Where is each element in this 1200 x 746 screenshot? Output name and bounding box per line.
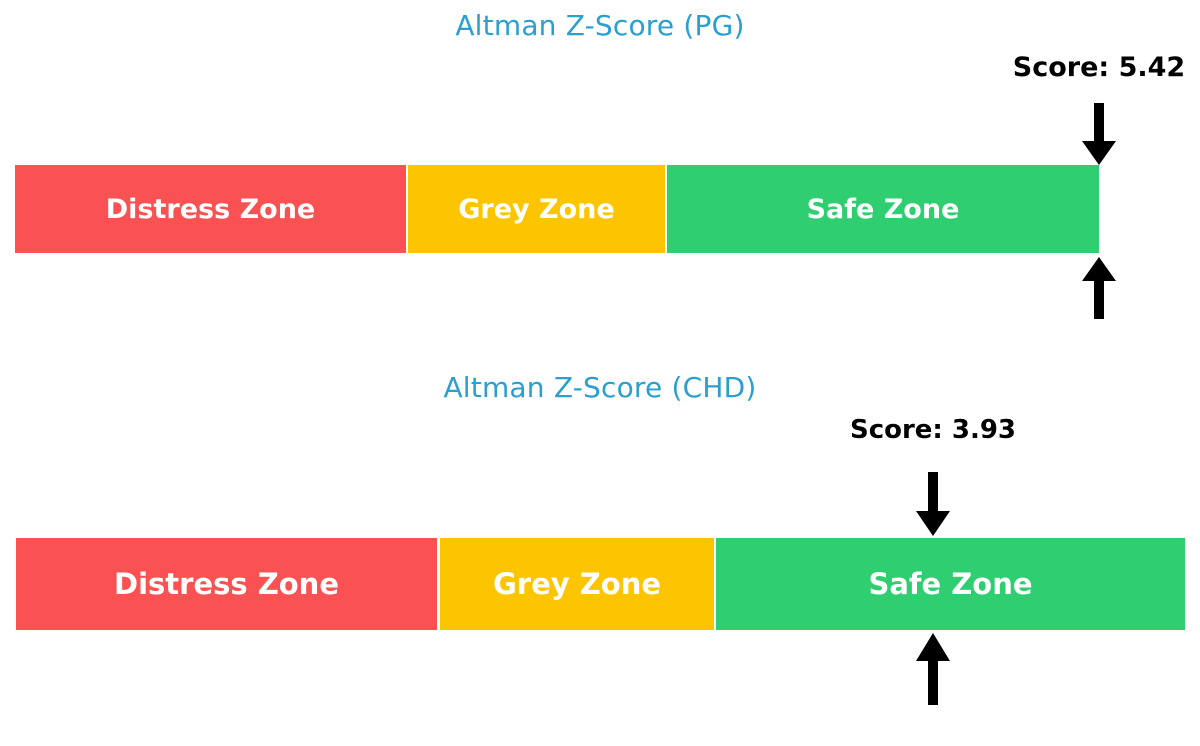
score-label-chd: Score: 3.93 [849, 415, 1017, 445]
zone-safe-chd: Safe Zone [716, 538, 1185, 630]
zone-label-grey-pg: Grey Zone [458, 193, 615, 225]
zone-safe-pg: Safe Zone [667, 165, 1099, 253]
chart-title-pg: Altman Z-Score (PG) [455, 9, 745, 42]
zone-distress-pg: Distress Zone [15, 165, 406, 253]
arrow-up-icon [1082, 257, 1116, 319]
zone-label-distress-pg: Distress Zone [105, 193, 316, 225]
zone-distress-chd: Distress Zone [16, 538, 437, 630]
zone-bar-pg: Distress Zone Grey Zone Safe Zone [15, 165, 1099, 253]
zone-grey-pg: Grey Zone [408, 165, 665, 253]
score-label-pg: Score: 5.42 [1012, 52, 1186, 83]
zone-label-safe-pg: Safe Zone [806, 193, 960, 225]
arrow-down-icon [916, 472, 950, 536]
zone-bar-chd: Distress Zone Grey Zone Safe Zone [16, 538, 1185, 630]
arrow-up-icon [916, 633, 950, 705]
zone-label-safe-chd: Safe Zone [868, 567, 1033, 601]
zone-label-grey-chd: Grey Zone [492, 567, 662, 601]
zone-label-distress-chd: Distress Zone [114, 567, 339, 601]
zone-grey-chd: Grey Zone [440, 538, 714, 630]
arrow-down-icon [1082, 103, 1116, 165]
chart-title-chd: Altman Z-Score (CHD) [443, 371, 757, 404]
